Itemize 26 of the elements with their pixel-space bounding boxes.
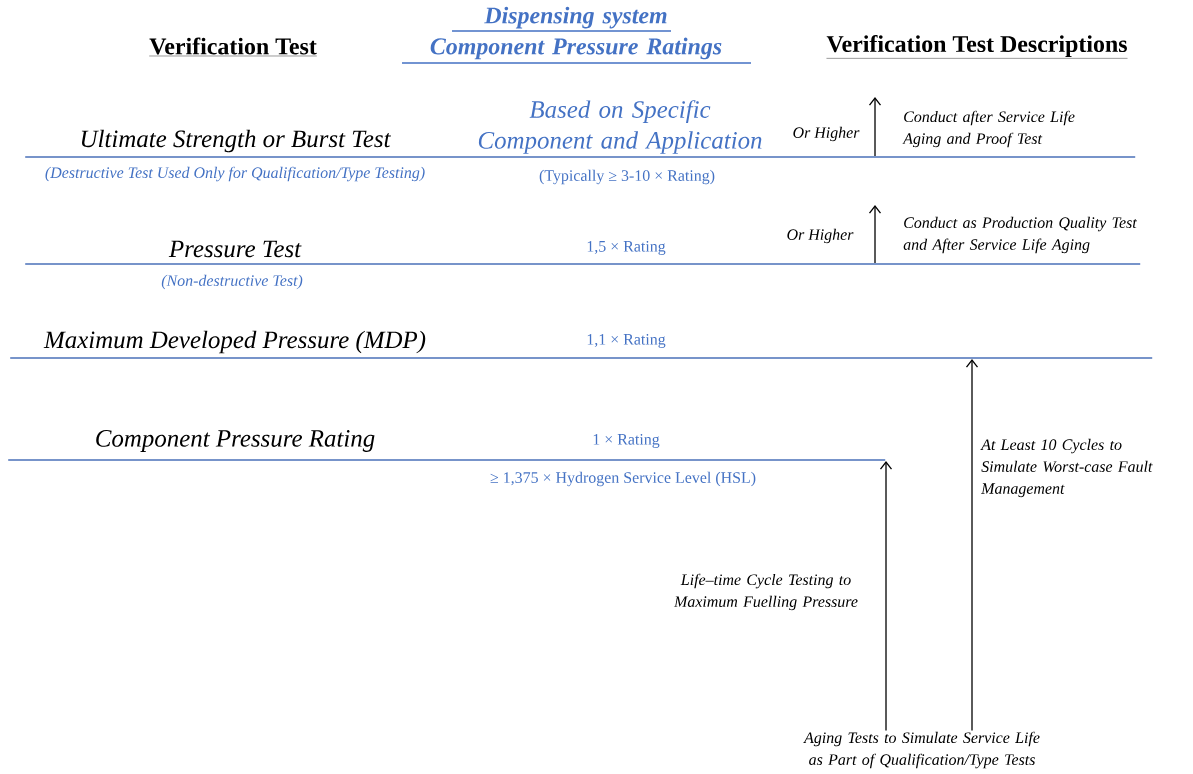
arrow [868,97,882,157]
arrow [868,205,882,264]
column-heading: Verification Test [149,37,317,57]
arrow [965,359,979,732]
test-description: Conduct after Service Life Aging and Proof Test [902,110,1075,148]
column-heading: Verification Test Descriptions [826,35,1128,59]
test-name: Maximum Developed Pressure (MDP) [43,330,426,354]
rating-text: 1 × Rating [593,434,660,448]
rating-text: 1,1 × Rating [587,334,666,348]
rating-note: ≥ 1,375 × Hydrogen Service Level (HSL) [490,471,756,487]
test-name: Ultimate Strength or Burst Test [81,129,391,153]
test-description: Conduct as Production Quality Test and After Service Life Aging [903,216,1138,254]
test-description: Aging Tests to Simulate Service Life as Part of Qualification/Type Tests [803,731,1040,769]
edge-label: Life–time Cycle Testing to Maximum Fuelling Pressure [673,573,858,611]
edge-label: At Least 10 Cycles to Simulate Worst-case Fault Management [980,438,1153,498]
edge-label: Or Higher [793,126,860,142]
chart-title: Dispensing system Component Pressure Ratings [401,6,752,64]
test-name: Component Pressure Rating [96,430,375,452]
rating-text: Based on Specific Component and Application [478,100,762,154]
test-name: Pressure Test [168,240,302,258]
rating-text: 1,5 × Rating [587,241,666,255]
test-note: (Non-destructive Test) [161,274,303,290]
test-note: (Destructive Test Used Only for Qualification/Type Testing) [45,166,425,182]
edge-label: Or Higher [787,228,854,244]
arrow [879,461,893,732]
rating-note: (Typically ≥ 3-10 × Rating) [539,169,715,185]
